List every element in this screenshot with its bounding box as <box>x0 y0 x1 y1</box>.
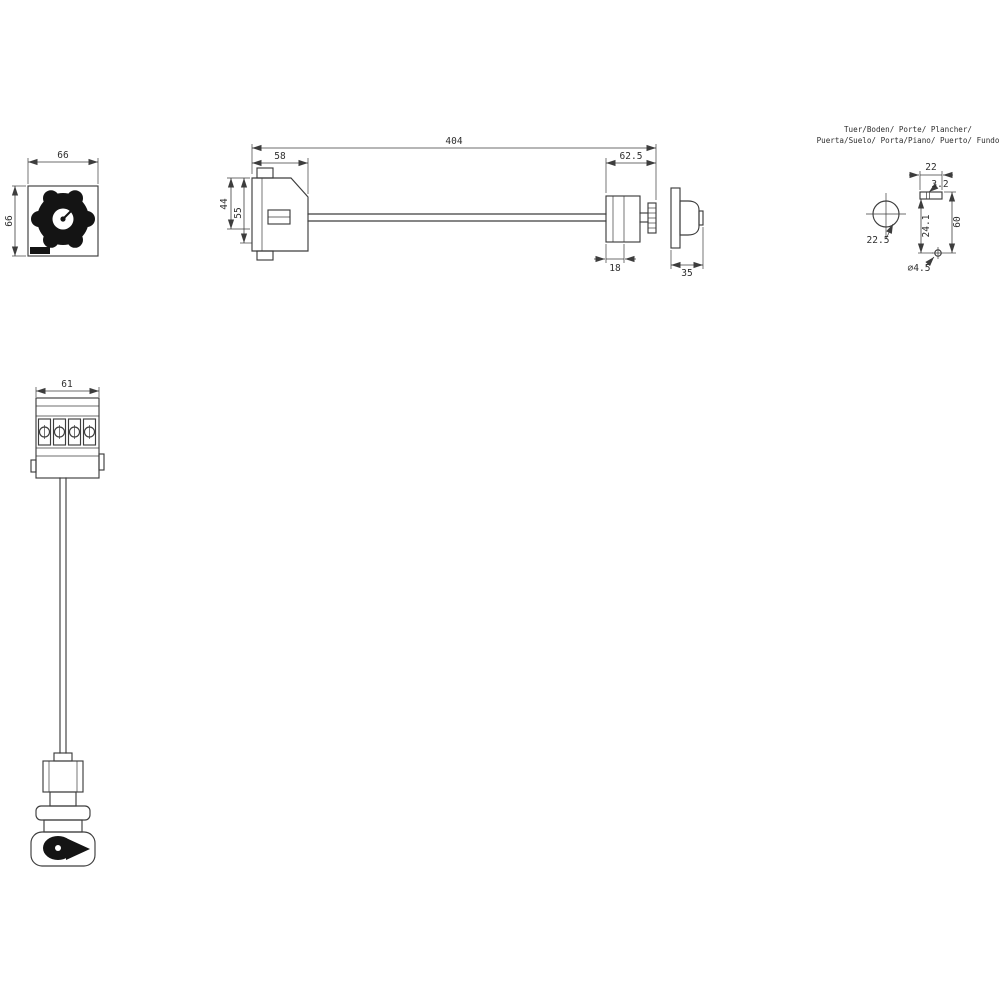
dim-label-bearing-width: 18 <box>609 263 621 274</box>
coupling-block <box>605 195 641 243</box>
dim-handle-height: 66 <box>4 185 26 257</box>
drill-label-line1: Tuer/Boden/ Porte/ Plancher/ <box>844 125 972 134</box>
terminal <box>37 418 52 446</box>
bearing-flange <box>35 805 91 821</box>
view-assembly-side: 404 58 62.5 44 55 <box>219 136 704 279</box>
dim-switch-depth: 58 <box>252 151 309 194</box>
dim-label-handle-height: 66 <box>4 215 15 227</box>
dim-overall-length: 404 <box>251 136 657 200</box>
switch-body-outline <box>35 397 100 479</box>
leader-line <box>928 183 939 193</box>
key-cutout <box>919 191 943 200</box>
knob-pivot <box>55 845 61 851</box>
dim-label-overall-height: 55 <box>233 207 244 218</box>
fixing-hole <box>932 247 944 259</box>
switch-body-side <box>251 167 309 261</box>
knob-pointer <box>66 838 90 860</box>
dim-vertical-offset: 24.1 <box>917 199 933 254</box>
leader-line <box>885 223 894 240</box>
dim-pattern-height: 60 <box>944 191 963 254</box>
mounting-clip <box>256 250 274 261</box>
side-tab <box>98 453 105 471</box>
dim-label-switch-width: 61 <box>61 379 73 390</box>
dim-body-height: 44 <box>219 177 250 230</box>
rotary-knob-front <box>31 190 95 248</box>
terminal <box>52 418 67 446</box>
terminal-cell <box>37 418 52 446</box>
terminal-cell <box>82 418 97 446</box>
leader-line <box>925 256 935 267</box>
dim-fixing-hole: ⌀4.5 <box>908 256 935 274</box>
view-drilling-plan: Tuer/Boden/ Porte/ Plancher/ Puerta/Suel… <box>817 125 1000 274</box>
switch-position-label-chip <box>30 247 50 254</box>
terminal-cell <box>52 418 67 446</box>
dim-label-shaft-hole: 22.5 <box>867 235 890 246</box>
view-switch-front: 61 <box>30 379 105 867</box>
extension-shaft-side <box>307 213 607 222</box>
handle-front-bottom <box>30 831 96 867</box>
extension-shaft-front <box>59 477 67 754</box>
terminal-cell <box>67 418 82 446</box>
knob-profile <box>679 200 700 236</box>
dim-label-switch-depth: 58 <box>274 151 286 162</box>
switch-body-outline <box>251 177 309 252</box>
handle-plate-side <box>670 187 681 249</box>
dim-label-overall-length: 404 <box>445 136 462 147</box>
dim-label-pattern-height: 60 <box>952 216 963 228</box>
door-coupling-side <box>605 195 657 243</box>
dim-label-slot-width: 3.2 <box>931 179 948 190</box>
door-coupling-front <box>35 752 91 833</box>
terminal-block <box>256 167 274 179</box>
dim-switch-width: 61 <box>35 379 100 397</box>
shaft-neck <box>53 752 73 762</box>
handle-plate <box>30 831 96 867</box>
view-handle-front: 66 66 <box>4 150 99 257</box>
coupling-collar <box>49 791 77 807</box>
terminal <box>67 418 82 446</box>
knob-pointer <box>62 210 72 220</box>
dim-label-coupling-depth: 62.5 <box>620 151 643 162</box>
dim-bearing-width: 18 <box>594 244 636 274</box>
dim-overall-height: 55 <box>233 178 252 244</box>
handle-mounting-plate <box>27 185 99 257</box>
terminal <box>82 418 97 446</box>
dim-label-body-height: 44 <box>219 198 230 210</box>
dim-label-handle-width: 66 <box>57 150 69 161</box>
knob-tip <box>698 210 704 226</box>
switch-body-front <box>30 397 105 479</box>
dim-label-cutout-width: 22 <box>925 162 936 173</box>
dim-label-fixing-hole: ⌀4.5 <box>908 263 931 274</box>
drill-label-line2: Puerta/Suelo/ Porta/Piano/ Puerto/ Fundo <box>817 136 1000 145</box>
dim-coupling-depth: 62.5 <box>605 151 656 193</box>
dim-shaft-hole: 22.5 <box>867 223 894 246</box>
dim-cutout-width: 22 <box>909 162 953 190</box>
dim-slot-width: 3.2 <box>928 179 949 193</box>
handle-side <box>670 187 704 249</box>
side-tab <box>30 459 37 473</box>
dim-label-handle-depth: 35 <box>681 268 692 279</box>
dim-handle-depth: 35 <box>670 227 704 279</box>
dim-handle-width: 66 <box>27 150 99 184</box>
dim-label-vertical-offset: 24.1 <box>921 214 932 237</box>
handle-collar <box>43 819 83 833</box>
